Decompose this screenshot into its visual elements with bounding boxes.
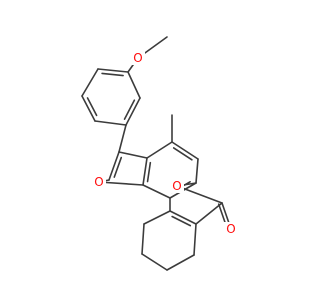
bond-line bbox=[81, 95, 96, 122]
bond-line bbox=[195, 202, 223, 225]
bond-line bbox=[193, 223, 197, 256]
bond-line bbox=[97, 68, 129, 73]
bond-line bbox=[169, 210, 197, 225]
molecule-structure: O O O O bbox=[81, 36, 238, 271]
bond-line bbox=[108, 151, 120, 181]
bond-line bbox=[118, 151, 148, 159]
bond-line bbox=[176, 185, 223, 204]
svg-text:O: O bbox=[133, 51, 142, 65]
bond-line bbox=[81, 68, 99, 97]
svg-text:O: O bbox=[172, 179, 181, 193]
oxygen-atom-lactone: O bbox=[170, 179, 184, 193]
bond-line bbox=[123, 99, 136, 120]
bond-line bbox=[141, 223, 145, 255]
oxygen-atom-methoxy: O bbox=[131, 51, 145, 65]
bond-line bbox=[171, 215, 192, 227]
oxygen-atom-furan: O bbox=[92, 175, 106, 189]
bond-line bbox=[146, 141, 173, 159]
bond-line bbox=[98, 181, 144, 186]
bond-line bbox=[118, 124, 127, 153]
bond-line bbox=[101, 72, 124, 77]
bond-line bbox=[86, 97, 98, 117]
oxygen-atom-carbonyl: O bbox=[224, 222, 238, 236]
svg-text:O: O bbox=[226, 222, 235, 236]
svg-text:O: O bbox=[94, 175, 103, 189]
bond-layer bbox=[81, 36, 232, 271]
bond-line bbox=[143, 210, 171, 225]
bond-line bbox=[142, 184, 171, 199]
bond-line bbox=[113, 156, 123, 178]
bond-line bbox=[166, 254, 195, 271]
bond-line bbox=[127, 71, 141, 99]
bond-line bbox=[94, 120, 127, 126]
bond-line bbox=[172, 147, 193, 161]
bond-line bbox=[141, 253, 168, 271]
bond-line bbox=[125, 97, 141, 126]
bond-line bbox=[142, 157, 148, 186]
bond-line bbox=[171, 141, 199, 160]
bond-line bbox=[146, 161, 152, 183]
bond-line bbox=[195, 158, 199, 184]
atom-layer: O O O O bbox=[92, 51, 238, 236]
